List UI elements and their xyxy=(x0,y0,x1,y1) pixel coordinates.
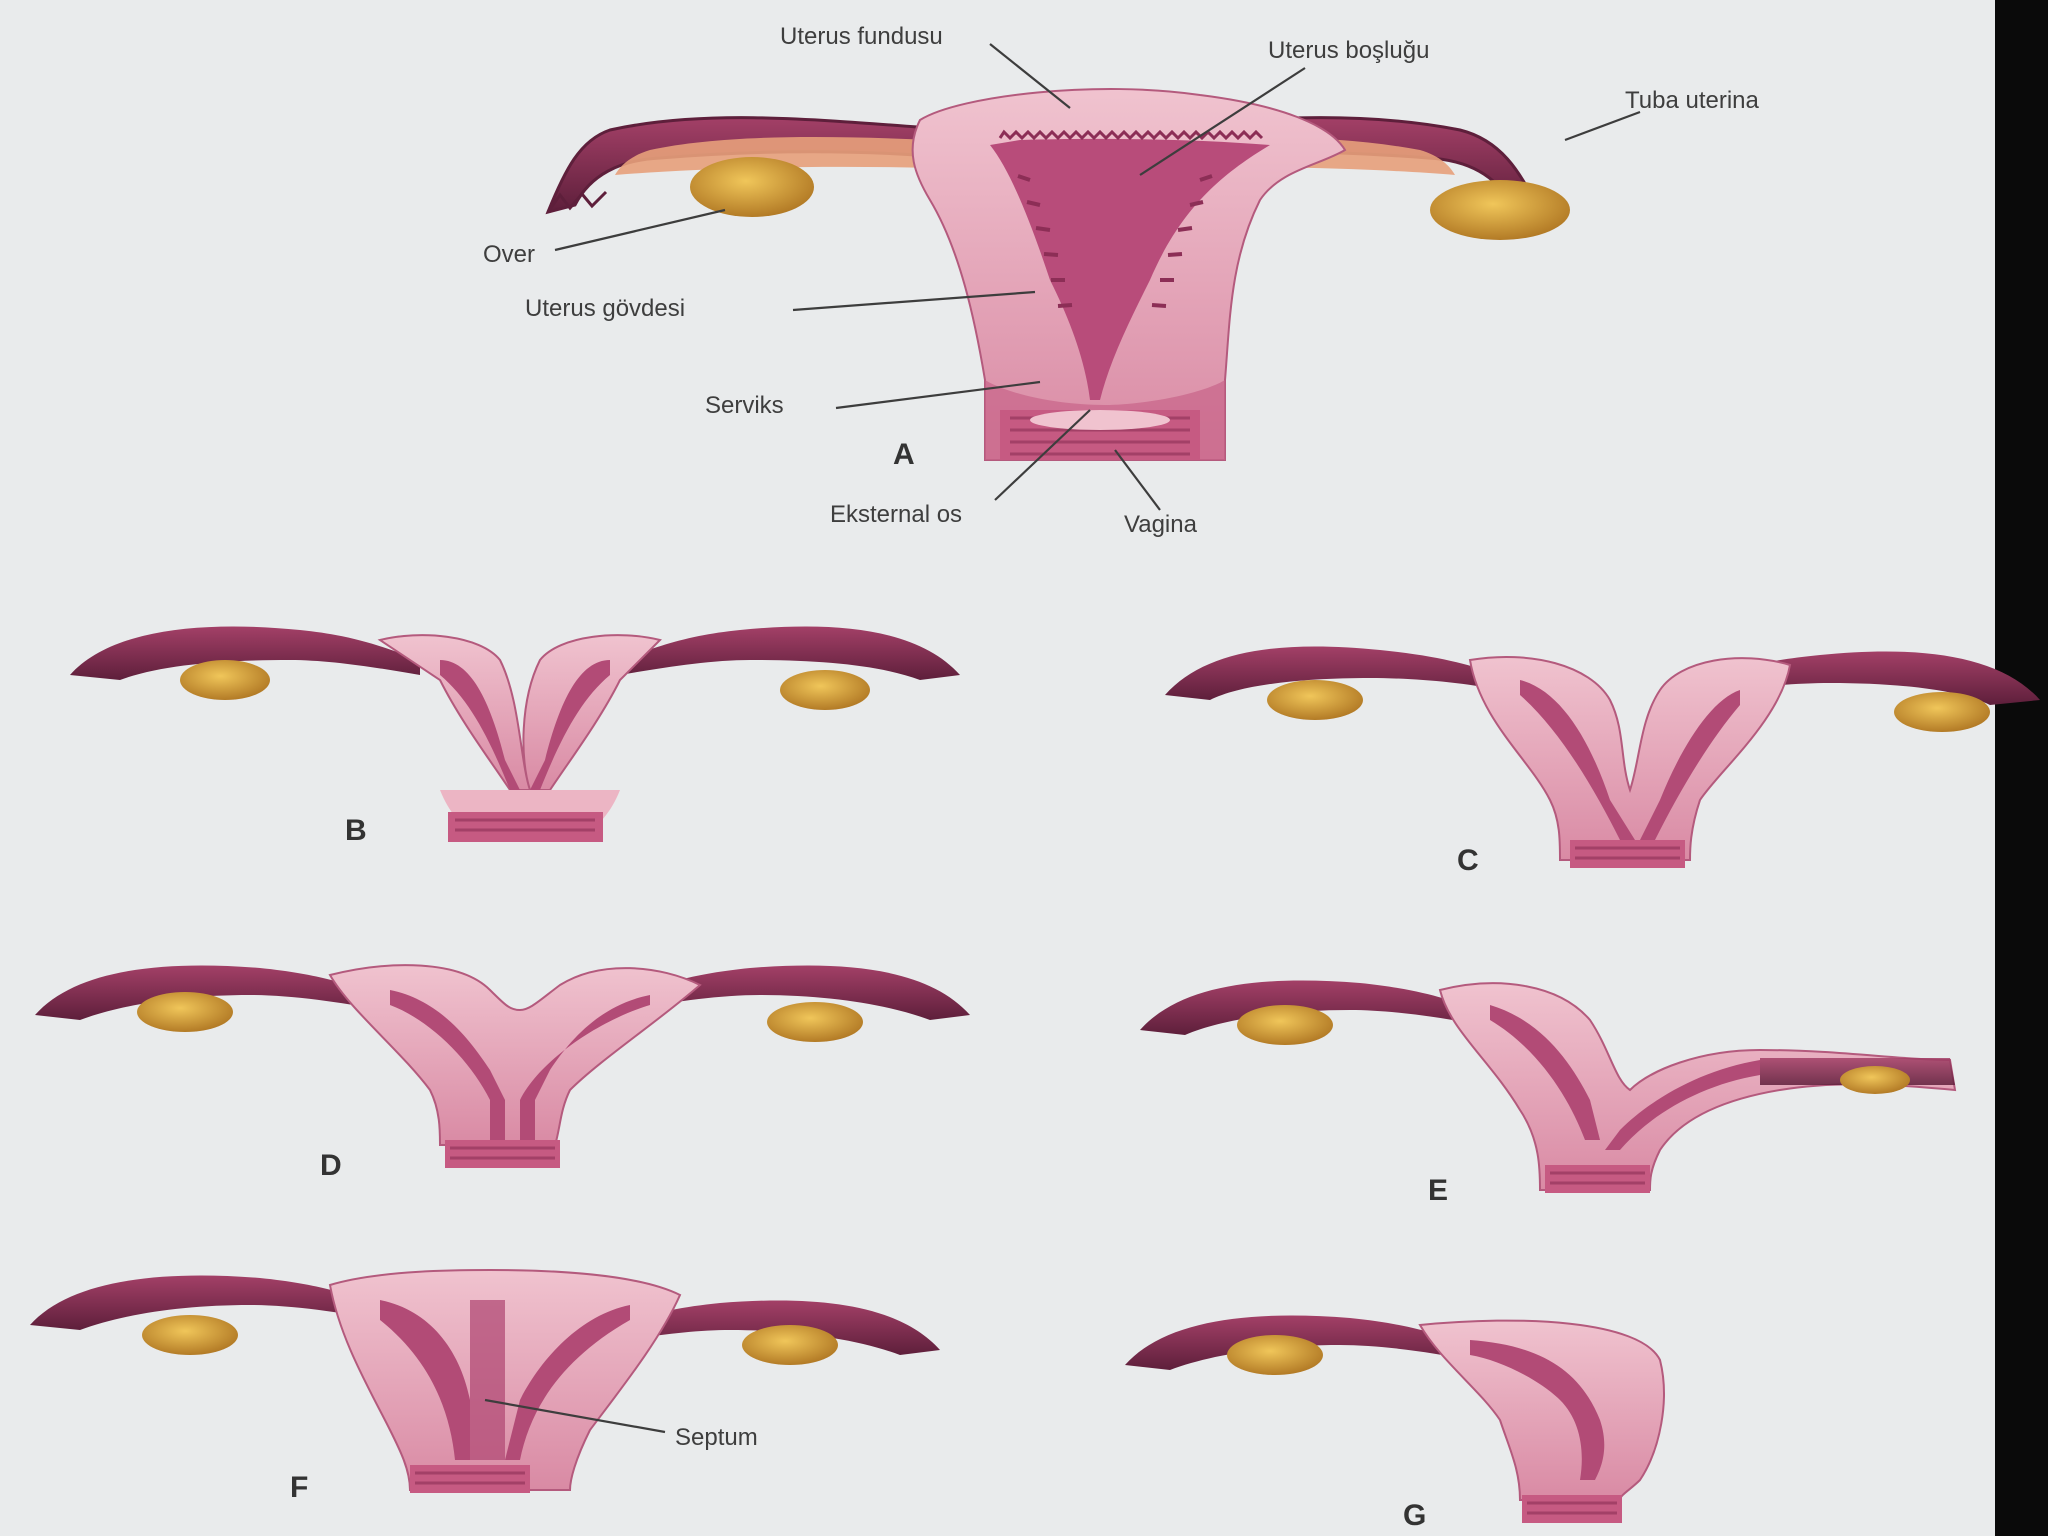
panel-e-unicornuate-rudimentary-horn: E xyxy=(1140,980,1957,1207)
panel-letter-g: G xyxy=(1403,1499,1426,1532)
label-septum: Septum xyxy=(675,1424,758,1451)
label-vagina: Vagina xyxy=(1124,511,1198,538)
panel-b-uterus-didelphys: B xyxy=(70,626,960,847)
dark-edge-strip xyxy=(1995,0,2048,1536)
label-over: Over xyxy=(483,241,535,268)
septum-shape xyxy=(470,1300,505,1460)
panel-letter-a: A xyxy=(893,438,915,471)
panel-letter-d: D xyxy=(320,1149,342,1182)
label-eksternal-os: Eksternal os xyxy=(830,501,962,528)
panel-c-bicornuate-uterus: C xyxy=(1165,646,2040,877)
ovary-right-a xyxy=(1430,180,1570,240)
label-uterus-govdesi: Uterus gövdesi xyxy=(525,295,685,322)
panel-letter-f: F xyxy=(290,1471,308,1504)
uterine-cavity-a xyxy=(990,138,1270,400)
ovary-left-a xyxy=(690,157,814,217)
panel-letter-e: E xyxy=(1428,1174,1448,1207)
panel-g-unicornuate-uterus: G xyxy=(1125,1315,1665,1532)
panel-d-bicornuate-uterus: D xyxy=(35,964,970,1182)
panel-letter-c: C xyxy=(1457,844,1479,877)
label-uterus-boslugu: Uterus boşluğu xyxy=(1268,37,1429,64)
label-serviks: Serviks xyxy=(705,392,784,419)
label-tuba-uterina: Tuba uterina xyxy=(1625,87,1760,114)
label-uterus-fundusu: Uterus fundusu xyxy=(780,23,943,50)
panel-letter-b: B xyxy=(345,814,367,847)
panel-f-septate-uterus: F Septum xyxy=(30,1268,940,1504)
panel-a-normal-uterus: Uterus fundusu Uterus boşluğu Tuba uteri… xyxy=(483,23,1760,538)
